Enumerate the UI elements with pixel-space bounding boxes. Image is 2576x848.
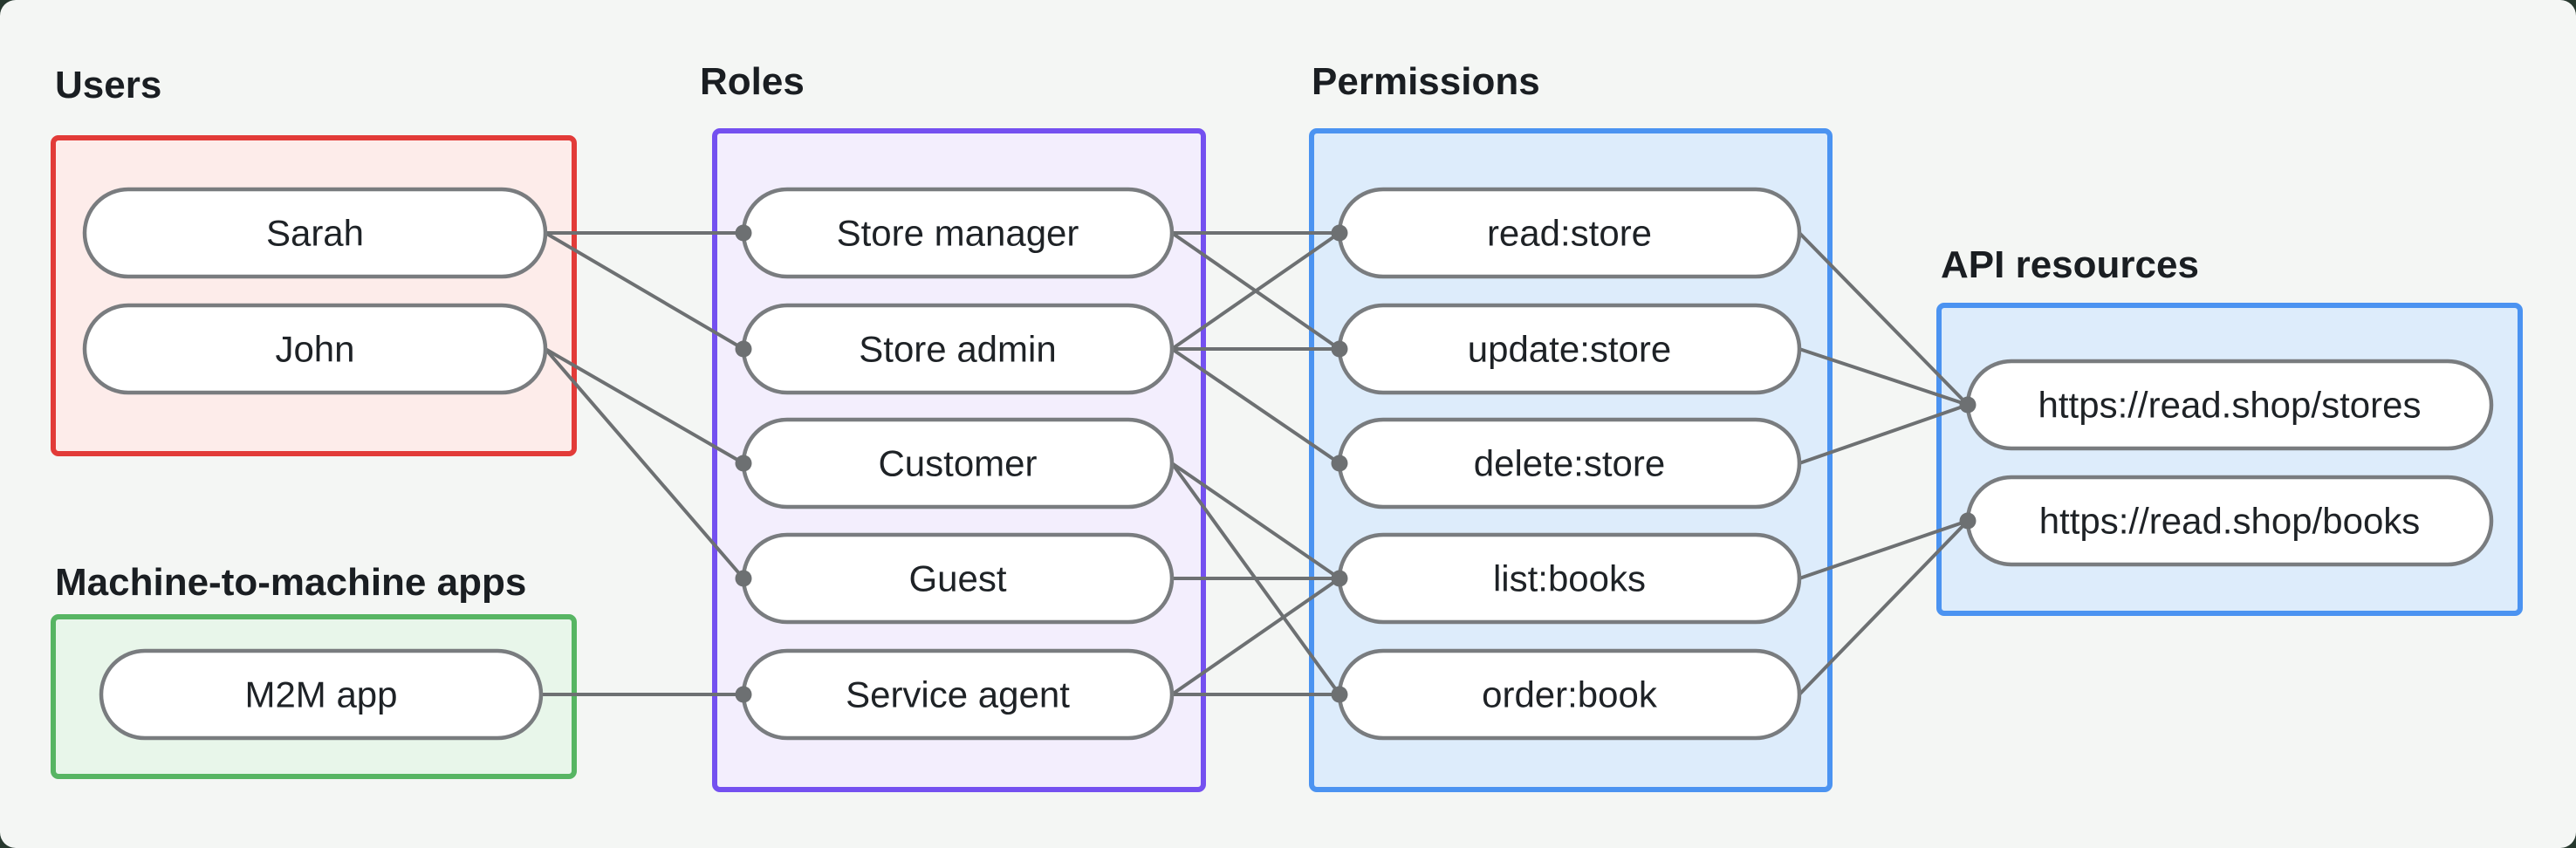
edge-list-books-to-api-books (1798, 519, 1969, 580)
node-label-order-book: order:book (1482, 674, 1658, 715)
node-label-update-store: update:store (1468, 329, 1672, 370)
edge-update-store-to-api-stores (1798, 347, 1969, 407)
edge-order-book-to-api-books (1798, 519, 1970, 696)
edge-john-to-guest (544, 347, 745, 580)
node-label-m2m-app: M2M app (244, 674, 397, 715)
node-label-john: John (275, 329, 354, 370)
node-label-guest: Guest (908, 558, 1006, 599)
connection-dot-guest (735, 570, 752, 587)
edge-customer-to-list-books (1170, 462, 1341, 580)
edge-sarah-to-store-admin (544, 231, 745, 351)
edge-read-store-to-api-stores (1798, 231, 1970, 407)
group-label-users: Users (55, 64, 161, 106)
connection-dot-customer (735, 455, 752, 472)
group-label-roles: Roles (700, 60, 805, 103)
node-label-service-agent: Service agent (846, 674, 1070, 715)
node-label-read-store: read:store (1487, 213, 1652, 254)
connection-dot-service-agent (735, 686, 752, 703)
edge-store-admin-to-read-store (1170, 231, 1341, 351)
edge-store-admin-to-delete-store (1170, 347, 1341, 465)
node-label-api-stores: https://read.shop/stores (2038, 385, 2422, 426)
connection-dot-store-manager (735, 224, 752, 242)
node-label-sarah: Sarah (266, 213, 364, 254)
edge-john-to-customer (545, 347, 744, 465)
node-label-list-books: list:books (1493, 558, 1646, 599)
connection-dot-update-store (1331, 340, 1348, 358)
node-label-api-books: https://read.shop/books (2039, 501, 2421, 542)
connection-dot-api-stores (1959, 396, 1977, 414)
connection-dot-store-admin (735, 340, 752, 358)
group-label-permissions: Permissions (1312, 60, 1540, 103)
edge-service-agent-to-list-books (1170, 577, 1341, 696)
connection-dot-delete-store (1331, 455, 1348, 472)
group-box-users (51, 135, 577, 456)
node-john (82, 303, 548, 395)
connection-dot-api-books (1959, 512, 1977, 530)
node-label-customer: Customer (878, 443, 1037, 484)
connection-dot-read-store (1331, 224, 1348, 242)
node-sarah (82, 187, 548, 279)
node-m2m-app (99, 648, 544, 741)
node-label-store-admin: Store admin (859, 329, 1056, 370)
group-label-api: API resources (1941, 243, 2199, 286)
node-label-store-manager: Store manager (837, 213, 1079, 254)
connection-dot-order-book (1331, 686, 1348, 703)
group-label-m2m: Machine-to-machine apps (55, 561, 526, 604)
node-label-delete-store: delete:store (1474, 443, 1665, 484)
edge-delete-store-to-api-stores (1798, 403, 1969, 465)
group-box-api (1936, 303, 2523, 616)
connection-dot-list-books (1331, 570, 1348, 587)
